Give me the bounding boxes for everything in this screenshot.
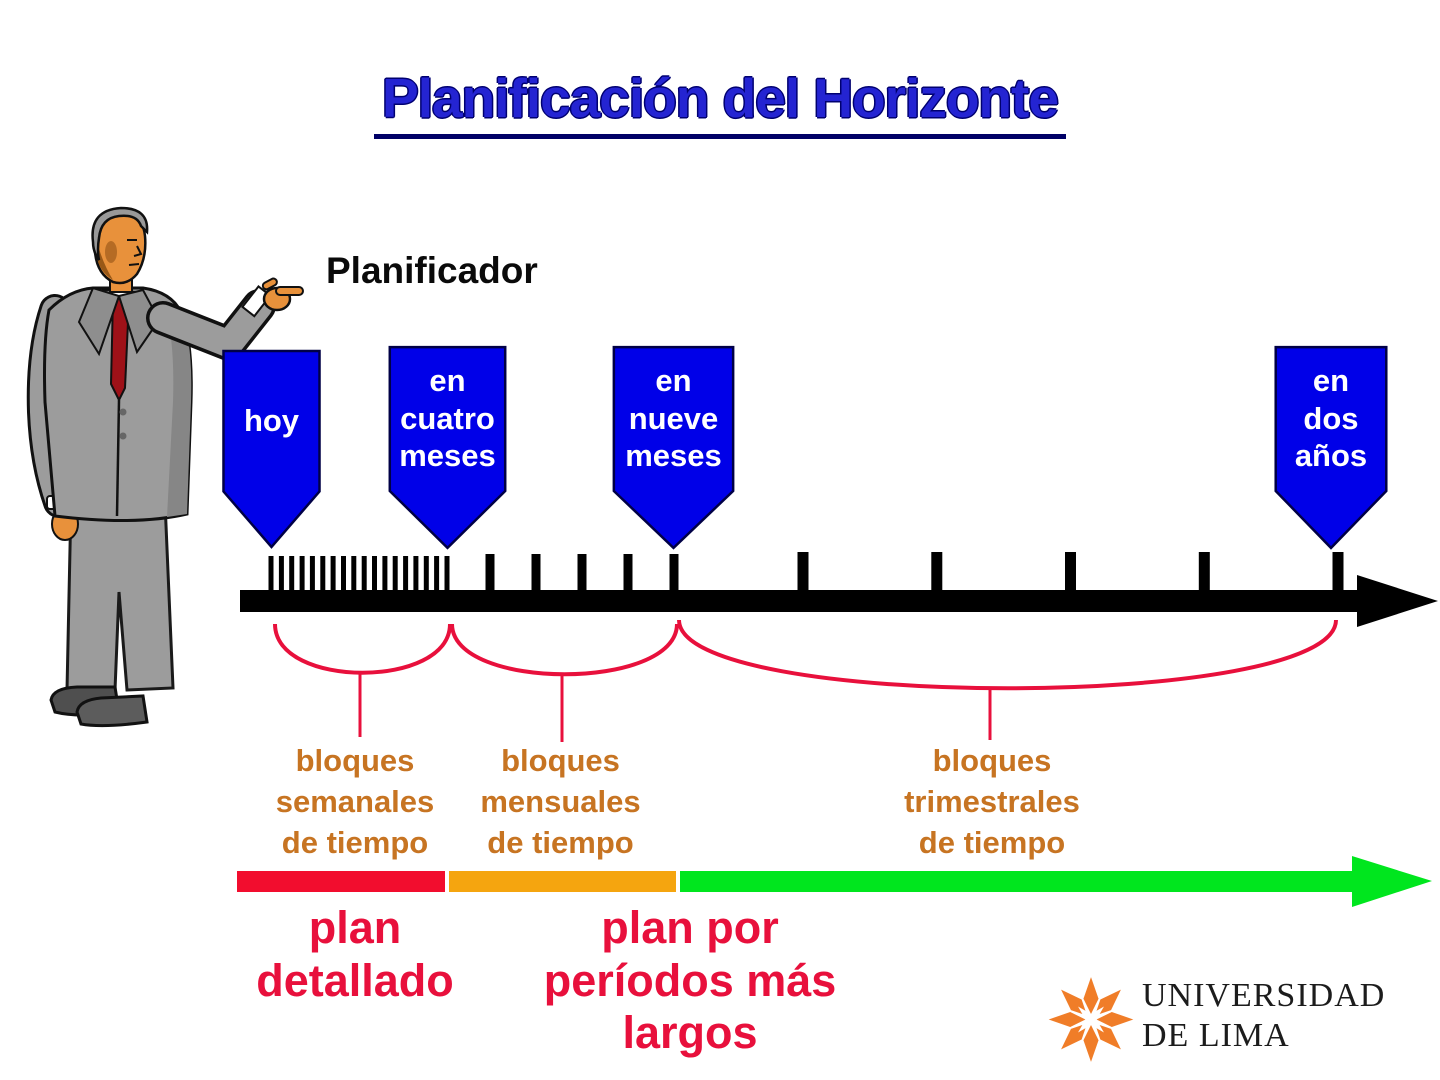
tick-weekly [444, 556, 450, 594]
tick-weekly [361, 556, 367, 594]
marker-label: hoy [243, 402, 300, 438]
tick-weekly [372, 556, 377, 594]
brace-monthly [450, 623, 679, 677]
logo-line-2: DE LIMA [1142, 1017, 1290, 1055]
logo-line-1: UNIVERSIDAD [1142, 977, 1386, 1014]
phase-bar-medium [449, 871, 676, 892]
tick-weekly [341, 556, 346, 594]
tick-quarterly [931, 552, 943, 594]
plan-label-long: plan por períodos más largos [543, 902, 837, 1059]
tick-monthly [577, 554, 587, 594]
braces [273, 619, 1338, 742]
timeline-tick-marks [268, 552, 1344, 594]
marker-hoy: hoy [222, 348, 321, 550]
presenter-trousers [65, 500, 175, 692]
tick-quarterly [797, 552, 809, 594]
timeline-arrowhead-icon [1357, 575, 1438, 627]
marker-label: en dos años [1294, 362, 1368, 474]
tick-weekly [403, 556, 409, 594]
tick-monthly [531, 554, 541, 594]
block-label-quarterly: bloques trimestrales de tiempo [904, 743, 1080, 861]
marker-shape [1274, 344, 1388, 551]
tick-monthly [485, 554, 495, 594]
marker-shape [388, 344, 507, 551]
tick-weekly [351, 556, 357, 594]
marker-en-nueve-meses: en nueve meses [612, 344, 735, 551]
presenter-hair [91, 206, 149, 261]
tick-weekly [413, 556, 419, 594]
tick-monthly [623, 554, 633, 594]
plan-label-detailed: plan detallado [256, 902, 454, 1006]
presenter-shoe [75, 694, 149, 728]
phase-bar-arrowhead-icon [1352, 856, 1432, 907]
tick-weekly [309, 556, 315, 594]
timeline-axis [240, 590, 1392, 612]
tick-weekly [320, 556, 326, 594]
tick-weekly [330, 556, 336, 594]
marker-en-cuatro-meses: en cuatro meses [388, 344, 507, 551]
planner-label: Planificador [326, 250, 538, 291]
tick-weekly [299, 556, 305, 594]
marker-shape [612, 344, 735, 551]
tick-quarterly [1065, 552, 1076, 594]
tick-weekly [382, 556, 388, 594]
marker-label: en nueve meses [625, 362, 722, 474]
logo-star-icon [1048, 977, 1134, 1062]
marker-label: en cuatro meses [399, 362, 496, 474]
marker-en-dos-anos: en dos años [1274, 344, 1388, 551]
tick-weekly [434, 556, 440, 594]
phase-bar-detailed [237, 871, 445, 892]
tick-weekly [268, 556, 274, 594]
brace-quarterly [677, 619, 1338, 691]
presenter-illustration [26, 206, 304, 728]
logo-text: UNIVERSIDAD DE LIMA [1142, 976, 1385, 1056]
tick-quarterly [1198, 552, 1210, 594]
tick-quarterly [1332, 552, 1344, 594]
page-title: Planificación del Horizonte [0, 66, 1440, 139]
tick-weekly [278, 556, 284, 594]
marker-shape [222, 348, 321, 550]
brace-weekly [273, 623, 452, 675]
tick-monthly [669, 554, 679, 594]
presenter-pointing-finger [275, 286, 304, 296]
tick-weekly [289, 556, 295, 594]
tick-weekly [423, 556, 429, 594]
block-label-weekly: bloques semanales de tiempo [275, 743, 435, 861]
phase-bar-long [680, 871, 1352, 892]
block-label-monthly: bloques mensuales de tiempo [480, 743, 641, 861]
tick-weekly [392, 556, 398, 594]
